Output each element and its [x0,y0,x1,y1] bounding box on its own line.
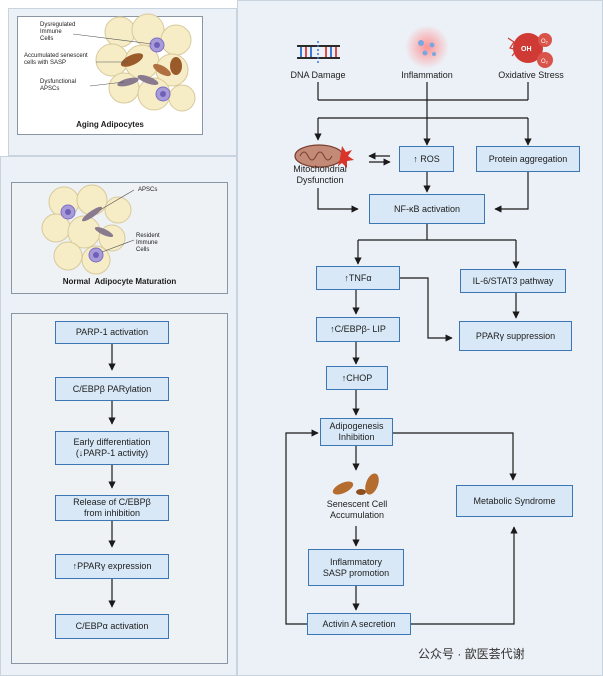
aging-apscs-label: Dysfunctional APSCs [40,79,77,92]
inflammation-label: Inflammation [401,70,453,80]
chop-node: ↑CHOP [326,366,388,390]
step-early-differentiation: Early differentiation (↓PARP-1 activity) [55,431,169,465]
step-parp1-activation: PARP-1 activation [55,321,169,344]
step-release-cebpb: Release of C/EBPβ from inhibition [55,495,169,521]
step-pparg-expression: ↑PPARγ expression [55,554,169,579]
aging-panel-title: Aging Adipocytes [76,120,144,129]
metabolic-syndrome-node: Metabolic Syndrome [456,485,573,517]
mitochondrial-dysfunction-label: Mitochondrial Dysfunction [293,164,347,185]
protein-aggregation-node: Protein aggregation [476,146,580,172]
tnfa-node: ↑TNFα [316,266,400,290]
adipogenesis-inhibition-node: Adipogenesis Inhibition [320,418,393,446]
watermark-text: 公众号 · 歆医荟代谢 [418,647,525,661]
cebpb-lip-node: ↑C/EBPβ- LIP [316,317,400,342]
nfkb-activation-node: NF-κB activation [369,194,485,224]
oxidative-stress-label: Oxidative Stress [498,70,564,80]
sasp-promotion-node: Inflammatory SASP promotion [308,549,404,586]
step-cebpa-activation: C/EBPα activation [55,614,169,639]
activin-secretion-node: Activin A secretion [307,613,411,635]
normal-panel-title: Normal Adipocyte Maturation [62,277,177,286]
normal-immune-label: Resident Immune Cells [136,233,160,253]
pparg-suppression-node: PPARγ suppression [459,321,572,351]
maturation-pathway-box [11,313,228,664]
step-cebpb-parylation: C/EBPβ PARylation [55,377,169,401]
aging-immune-label: Dysregulated Immune Cells [40,22,76,42]
senescent-accumulation-label: Senescent Cell Accumulation [326,499,388,520]
dna-damage-label: DNA Damage [290,70,346,80]
ros-node: ↑ ROS [399,146,454,172]
normal-apscs-label: APSCs [138,187,158,193]
il6-stat3-node: IL-6/STAT3 pathway [460,269,566,293]
aging-senescent-label: Accumulated senescent cells with SASP [24,53,88,66]
